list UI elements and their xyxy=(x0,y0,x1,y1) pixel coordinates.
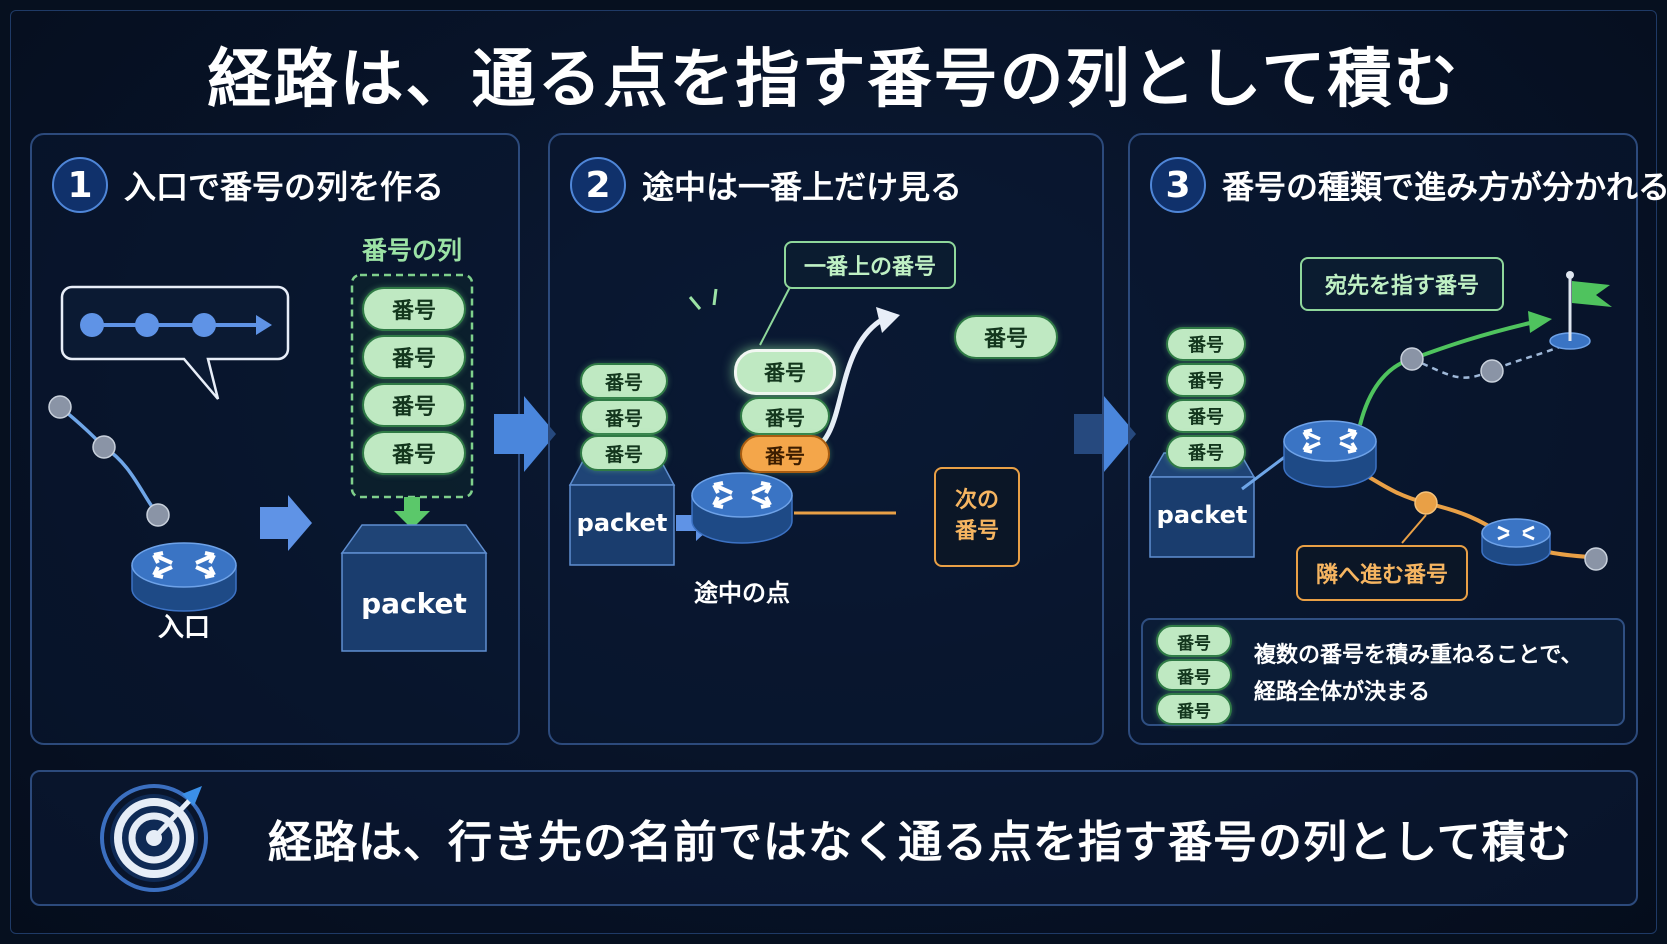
packet-label: packet xyxy=(361,587,467,620)
stack-label: 番号の列 xyxy=(361,236,462,265)
number-chip: 番号 xyxy=(362,287,466,331)
packet-box xyxy=(340,524,488,652)
step-number-1: 1 xyxy=(52,157,108,213)
number-chip: 番号 xyxy=(1166,327,1246,361)
bubble-dot xyxy=(192,313,216,337)
panel-3: 3 番号の種類で進み方が分かれる xyxy=(1128,133,1667,745)
router-small-icon xyxy=(1481,518,1551,566)
panel-1-title: 入口で番号の列を作る xyxy=(124,168,445,206)
summary-bar: 経路は、行き先の名前ではなく通る点を指す番号の列として積む xyxy=(30,770,1638,906)
path-node xyxy=(1584,547,1608,571)
path-node xyxy=(1400,347,1424,371)
speech-bubble xyxy=(60,285,290,400)
panel-3-header: 3 番号の種類で進み方が分かれる xyxy=(1150,155,1667,215)
top-number-label: 一番上の番号 xyxy=(784,241,956,289)
number-chip: 番号 xyxy=(362,383,466,427)
top-number-chip: 番号 xyxy=(734,349,836,395)
flow-arrow-icon xyxy=(260,495,312,551)
step-number-3: 3 xyxy=(1150,157,1206,213)
forwarded-number-chip: 番号 xyxy=(954,315,1058,359)
link-line xyxy=(1241,451,1291,491)
panel-2: 2 途中は一番上だけ見る 番号 番号 番号 packet 一番上の xyxy=(548,133,1104,745)
neighbor-number-label: 隣へ進む番号 xyxy=(1296,545,1468,601)
packet-box xyxy=(568,458,676,566)
number-chip: 番号 xyxy=(362,431,466,475)
down-arrow-icon xyxy=(394,497,430,529)
path-node xyxy=(48,395,72,419)
entry-label: 入口 xyxy=(157,613,210,643)
midpoint-label: 途中の点 xyxy=(694,579,790,607)
number-chip: 番号 xyxy=(1166,435,1246,469)
panel-2-title: 途中は一番上だけ見る xyxy=(642,168,963,206)
incoming-path xyxy=(58,405,160,517)
panel-3-title: 番号の種類で進み方が分かれる xyxy=(1222,168,1667,206)
bubble-dot xyxy=(135,313,159,337)
number-chip: 番号 xyxy=(580,363,668,399)
slide-title: 経路は、通る点を指す番号の列として積む xyxy=(207,43,1460,117)
callout-line xyxy=(759,286,791,346)
summary-text: 経路は、行き先の名前ではなく通る点を指す番号の列として積む xyxy=(268,817,1572,868)
highlight-mark xyxy=(712,288,718,306)
target-icon xyxy=(100,784,208,892)
step-number-2: 2 xyxy=(570,157,626,213)
neighbor-path xyxy=(1361,471,1591,559)
next-number-label: 次の 番号 xyxy=(934,467,1020,567)
router-icon xyxy=(131,542,237,612)
number-chip: 番号 xyxy=(1166,363,1246,397)
number-chip: 番号 xyxy=(1166,399,1246,433)
forward-arrow-icon xyxy=(876,307,900,333)
green-arrow-icon xyxy=(1528,311,1552,333)
number-chip: 番号 xyxy=(1156,625,1232,657)
number-chip: 番号 xyxy=(1156,659,1232,691)
bubble-dot xyxy=(80,313,104,337)
path-node xyxy=(92,435,116,459)
destination-number-label: 宛先を指す番号 xyxy=(1300,257,1504,311)
bubble-arrow-icon xyxy=(256,315,272,335)
neighbor-callout-line xyxy=(1401,514,1427,544)
path-node xyxy=(1480,359,1504,383)
path-node xyxy=(146,503,170,527)
number-chip: 番号 xyxy=(362,335,466,379)
panel-1: 1 入口で番号の列を作る xyxy=(30,133,520,745)
note-box xyxy=(1141,618,1625,726)
panel-1-header: 1 入口で番号の列を作る xyxy=(52,155,444,215)
router-icon xyxy=(691,472,793,544)
path-node-orange xyxy=(1414,491,1438,515)
panel-2-graphics xyxy=(568,286,900,566)
panel-2-header: 2 途中は一番上だけ見る xyxy=(570,155,962,215)
highlight-mark xyxy=(688,296,702,310)
next-number-chip: 番号 xyxy=(740,435,830,473)
packet-label: packet xyxy=(1156,501,1248,529)
number-chip: 番号 xyxy=(580,435,668,471)
router-icon xyxy=(1283,420,1377,488)
number-chip: 番号 xyxy=(740,397,830,435)
flag-tip xyxy=(1566,271,1574,279)
number-chip: 番号 xyxy=(580,399,668,435)
flag-icon xyxy=(1572,281,1612,307)
number-chip: 番号 xyxy=(1156,693,1232,725)
panel-3-graphics xyxy=(1141,271,1625,726)
packet-label: packet xyxy=(576,509,668,537)
note-text: 複数の番号を積み重ねることで、 経路全体が決まる xyxy=(1254,643,1583,706)
